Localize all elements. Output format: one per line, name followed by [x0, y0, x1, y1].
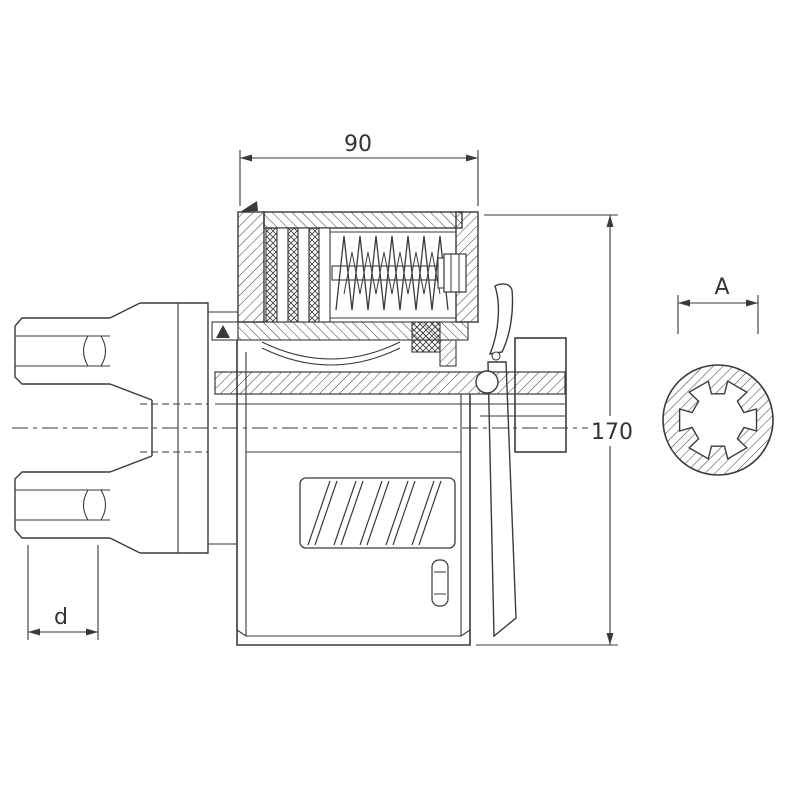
output-side: [487, 283, 567, 638]
cover-plate-section: [263, 211, 463, 229]
arrowhead-up: [606, 215, 614, 227]
lever-pivot: [491, 351, 501, 361]
dimension-90: [239, 150, 479, 206]
dimension-d: [27, 545, 99, 640]
hex-nut: [443, 253, 467, 293]
arrowhead-left: [678, 299, 690, 307]
window-spring-coils: [307, 480, 442, 546]
dimension-170: [476, 214, 634, 646]
dimension-90-label: 90: [344, 132, 372, 157]
washer: [437, 257, 445, 289]
arrowhead-left: [240, 154, 252, 162]
bell-curve-plate: [261, 341, 401, 366]
arrowhead-right: [746, 299, 758, 307]
seal-wedge: [216, 325, 230, 338]
shaft-outer-circle: [662, 364, 774, 476]
clutch-spring-inner: [343, 251, 441, 295]
spring-window: [299, 477, 456, 549]
dimension-A-label: A: [714, 275, 729, 300]
arrowhead-down: [606, 633, 614, 645]
release-lever: [488, 283, 514, 355]
release-plate: [487, 361, 517, 638]
arrowhead-right: [86, 628, 98, 636]
dimension-d-label: d: [54, 605, 68, 630]
yoke-side-view: [14, 302, 238, 554]
arrowhead-right: [466, 154, 478, 162]
detent-ball: [475, 370, 499, 394]
splined-sleeve: [514, 337, 567, 453]
bell-housing: [236, 340, 471, 646]
shaft-section: [214, 337, 567, 453]
dimension-A: [677, 295, 759, 334]
corner-marker: [240, 201, 258, 212]
drive-plate-section: [237, 211, 265, 323]
clutch-section-upper: [237, 211, 479, 323]
dimension-170-label: 170: [591, 420, 633, 445]
spline-bore-view: [662, 364, 774, 476]
clutch-spring: [335, 235, 449, 311]
spline-profile: [678, 380, 758, 460]
arrowhead-left: [28, 628, 40, 636]
bearing-section: [411, 321, 441, 353]
plug-detail: [431, 559, 449, 607]
hub-bearing-band: [211, 321, 469, 367]
friction-disc-pack: [265, 227, 331, 323]
